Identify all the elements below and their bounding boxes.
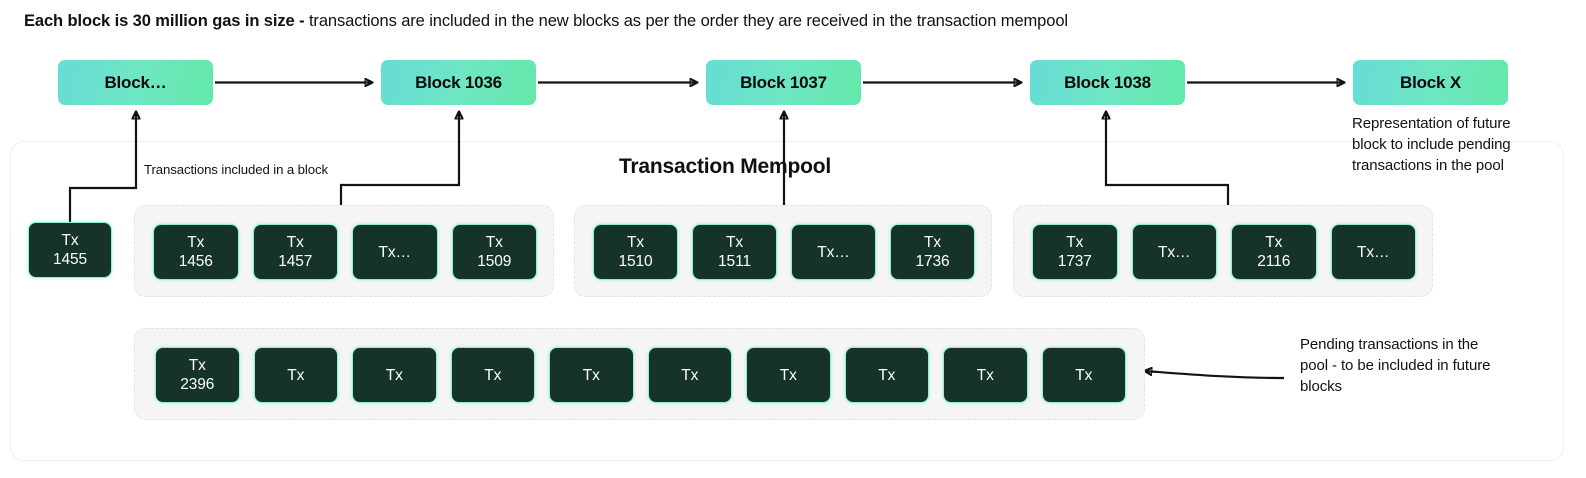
block-chip-prev[interactable]: Block… <box>58 60 213 105</box>
annotation-future-block: Representation of future block to includ… <box>1352 115 1511 174</box>
tx-chip-line1: Tx <box>681 366 699 384</box>
tx-chip-line1: Tx <box>188 357 206 374</box>
tx-chip-line1: Tx… <box>1158 243 1191 261</box>
tx-chip-line2: 2116 <box>1257 253 1291 270</box>
block-chip-1037[interactable]: Block 1037 <box>706 60 861 105</box>
mempool-title: Transaction Mempool <box>618 155 832 178</box>
tx-chip[interactable]: Tx 2116 <box>1231 224 1317 280</box>
page-title: Each block is 30 million gas in size - t… <box>24 10 1564 32</box>
block-chip-prev-label: Block… <box>104 72 167 92</box>
tx-chip-line1: Tx <box>385 366 403 384</box>
block-chip-x-label: Block X <box>1400 72 1461 92</box>
tx-chip[interactable]: Tx <box>450 347 535 403</box>
tx-chip-line2: 1457 <box>278 253 313 270</box>
tx-chip[interactable]: Tx 1736 <box>890 224 975 280</box>
tx-chip-line2: 1509 <box>477 253 512 270</box>
group-block-1036: Tx 1456 Tx 1457 Tx… Tx 1509 <box>134 205 554 297</box>
group-block-1038: Tx 1737 Tx… Tx 2116 Tx… <box>1013 205 1433 297</box>
tx-chip-line2: 1737 <box>1057 253 1092 270</box>
page-title-strong: Each block is 30 million gas in size - <box>24 12 305 30</box>
block-chip-1038-label: Block 1038 <box>1064 72 1151 92</box>
block-chip-1036[interactable]: Block 1036 <box>381 60 536 105</box>
tx-chip[interactable]: Tx 1509 <box>451 224 537 280</box>
tx-chip-line1: Tx <box>484 366 502 384</box>
group-block-1037: Tx 1510 Tx 1511 Tx… Tx 1736 <box>574 205 992 297</box>
tx-chip-line1: Tx <box>187 234 205 251</box>
tx-chip[interactable]: Tx… <box>1330 224 1416 280</box>
tx-chip[interactable]: Tx 1456 <box>153 224 239 280</box>
tx-chip[interactable]: Tx 1737 <box>1032 224 1118 280</box>
tx-chip-line1: Tx <box>626 234 645 251</box>
tx-chip[interactable]: Tx 1510 <box>593 224 678 280</box>
page-title-rest: transactions are included in the new blo… <box>304 12 1068 30</box>
tx-chip-line2: 1456 <box>178 253 213 270</box>
tx-chip-line1: Tx <box>582 366 600 384</box>
tx-chip[interactable]: Tx <box>647 347 732 403</box>
tx-chip[interactable]: Tx <box>943 347 1028 403</box>
tx-chip-line2: 1510 <box>618 253 653 270</box>
tx-chip-line2: 1511 <box>718 253 751 270</box>
tx-chip-line2: 1455 <box>52 251 88 268</box>
tx-chip[interactable]: Tx <box>746 347 831 403</box>
block-chip-x[interactable]: Block X <box>1353 60 1508 105</box>
tx-chip-line1: Tx <box>286 234 304 251</box>
tx-chip-line1: Tx… <box>1357 243 1390 261</box>
tx-chip-line1: Tx <box>976 366 994 384</box>
tx-chip-line1: Tx <box>779 366 797 384</box>
tx-chip-line1: Tx <box>61 232 79 249</box>
tx-chip-line1: Tx <box>1066 234 1084 251</box>
tx-chip-line2: 1736 <box>915 253 950 270</box>
block-chip-1037-label: Block 1037 <box>740 72 827 92</box>
tx-chip-line1: Tx… <box>378 243 412 261</box>
annotation-pending-pool: Pending transactions in the pool - to be… <box>1300 336 1491 395</box>
tx-chip[interactable]: Tx <box>1041 347 1126 403</box>
tx-chip-line1: Tx <box>725 234 744 251</box>
tx-chip[interactable]: Tx… <box>1131 224 1217 280</box>
tx-chip[interactable]: Tx… <box>791 224 876 280</box>
tx-chip[interactable]: Tx 1511 <box>692 224 777 280</box>
tx-chip[interactable]: Tx <box>352 347 437 403</box>
tx-chip-line1: Tx <box>1075 366 1093 384</box>
tx-chip-line1: Tx <box>287 366 305 384</box>
tx-chip[interactable]: Tx 2396 <box>155 347 240 403</box>
tx-chip-line2: 2396 <box>180 376 215 393</box>
tx-chip-standalone[interactable]: Tx 1455 <box>28 222 112 278</box>
tx-chip-line1: Tx <box>923 234 942 251</box>
block-chip-1036-label: Block 1036 <box>415 72 502 92</box>
tx-chip[interactable]: Tx <box>844 347 929 403</box>
tx-chip-line1: Tx <box>1265 234 1283 251</box>
annotation-included-in-block: Transactions included in a block <box>144 162 328 177</box>
tx-chip-line1: Tx <box>878 366 896 384</box>
block-chip-1038[interactable]: Block 1038 <box>1030 60 1185 105</box>
tx-chip-line1: Tx… <box>817 243 850 261</box>
tx-chip[interactable]: Tx <box>253 347 338 403</box>
tx-chip-line1: Tx <box>485 234 503 251</box>
tx-chip[interactable]: Tx… <box>352 224 438 280</box>
tx-chip[interactable]: Tx 1457 <box>252 224 338 280</box>
tx-chip[interactable]: Tx <box>549 347 634 403</box>
